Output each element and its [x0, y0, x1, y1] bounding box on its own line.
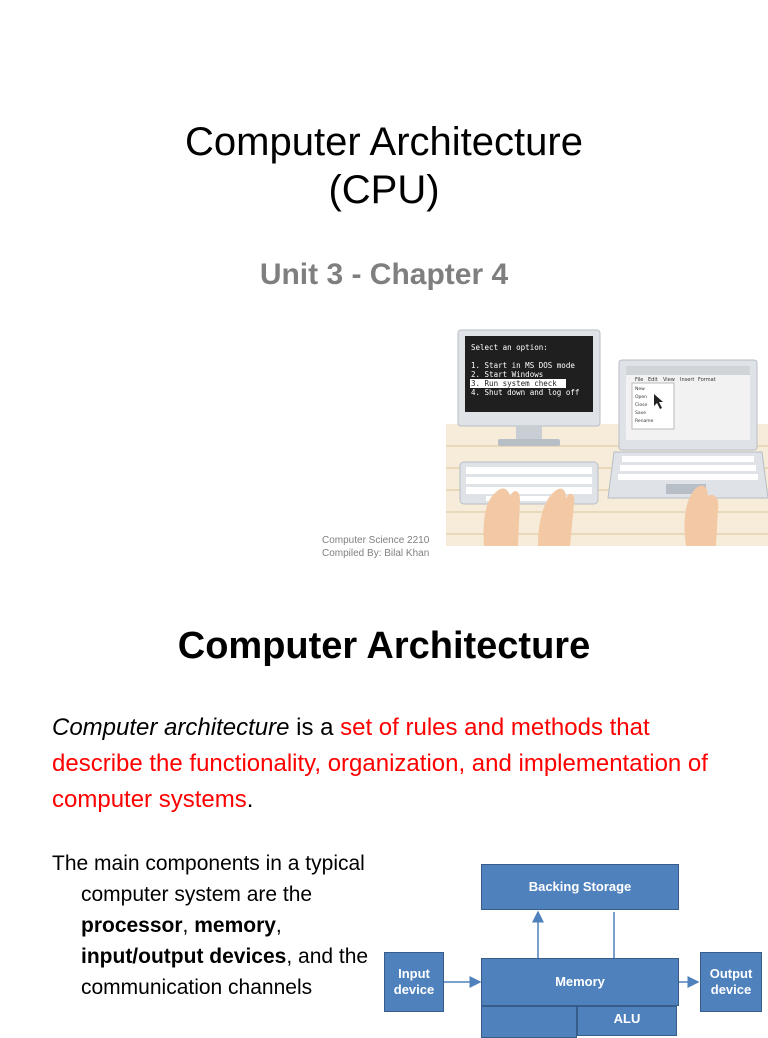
laptop-menu-view: View — [663, 377, 675, 383]
title-line-1: Computer Architecture — [185, 120, 583, 164]
definition-connector: is a — [289, 714, 341, 741]
backing-storage-box: Backing Storage — [481, 864, 679, 910]
definition-end: . — [246, 786, 254, 813]
backing-storage-label: Backing Storage — [528, 879, 632, 894]
monitor-screen — [465, 336, 593, 412]
course-name: Computer Science 2210 — [322, 535, 430, 546]
left-hand — [483, 488, 520, 546]
monitor-base — [498, 439, 560, 446]
term-processor: processor — [81, 914, 183, 937]
content-slide: Computer Architecture Computer architect… — [0, 576, 768, 1038]
title-line-2: (CPU) — [328, 168, 440, 212]
alu-box: ALU — [577, 1006, 677, 1036]
term-memory: memory — [194, 914, 276, 937]
compiled-by: Compiled By: Bilal Khan — [322, 548, 430, 559]
laptop-hand — [684, 485, 719, 546]
screen-heading: Select an option: — [471, 343, 548, 352]
separator: , — [182, 914, 195, 937]
laptop-menu-file: File — [635, 377, 643, 383]
memory-label: Memory — [555, 974, 605, 989]
screen-option-2: 2. Start Windows — [471, 370, 543, 379]
separator: , — [275, 914, 282, 937]
slide-subtitle: Unit 3 - Chapter 4 — [259, 258, 509, 291]
dropdown-rename: Rename — [635, 418, 654, 424]
dropdown-close: Close — [635, 402, 647, 408]
monitor-neck — [516, 426, 542, 440]
input-label-line2: device — [393, 982, 435, 997]
alu-label: ALU — [613, 1011, 641, 1026]
dropdown-save: Save — [635, 410, 646, 416]
definition-term: Computer architecture — [52, 714, 290, 741]
term-io-devices: input/output devices — [81, 945, 287, 968]
laptop-dropdown — [631, 382, 675, 430]
screen-option-1: 1. Start in MS DOS mode — [471, 361, 575, 370]
laptop-menu-edit: Edit — [648, 377, 658, 383]
right-hand — [538, 488, 575, 546]
selected-option-highlight — [470, 379, 566, 388]
screen-option-3: 3. Run system check — [471, 379, 557, 388]
credit: Computer Science 2210 Compiled By: Bilal… — [322, 534, 429, 560]
output-label-line1: Output — [709, 966, 753, 981]
laptop-touchpad — [666, 484, 706, 494]
input-label-line1: Input — [398, 966, 430, 981]
slide-title: Computer Architecture (CPU) — [0, 118, 768, 214]
screen-option-4: 4. Shut down and log off — [471, 388, 579, 397]
output-label-line2: device — [710, 982, 752, 997]
definition-paragraph: Computer architecture is a set of rules … — [52, 710, 712, 818]
definition-highlight: set of rules and methods that describe t… — [52, 714, 708, 813]
memory-box: Memory — [481, 958, 679, 1006]
mouse-pointer-icon — [654, 394, 663, 409]
components-text-end: , and the communication channels — [81, 945, 369, 999]
components-text: The main components in a typical compute… — [52, 852, 365, 906]
title-slide: Computer Architecture (CPU) Unit 3 - Cha… — [0, 118, 768, 560]
dropdown-new: New — [635, 386, 645, 392]
dropdown-open: Open — [635, 394, 647, 400]
slide-title: Computer Architecture — [177, 625, 591, 667]
computer-illustration: Select an option: 1. Start in MS DOS mod… — [446, 329, 768, 546]
laptop-menu-insert: Insert — [680, 377, 694, 383]
cpu-left-box — [481, 1006, 577, 1038]
laptop-menu-format: Format — [698, 377, 716, 383]
components-paragraph: The main components in a typical compute… — [52, 848, 381, 1003]
